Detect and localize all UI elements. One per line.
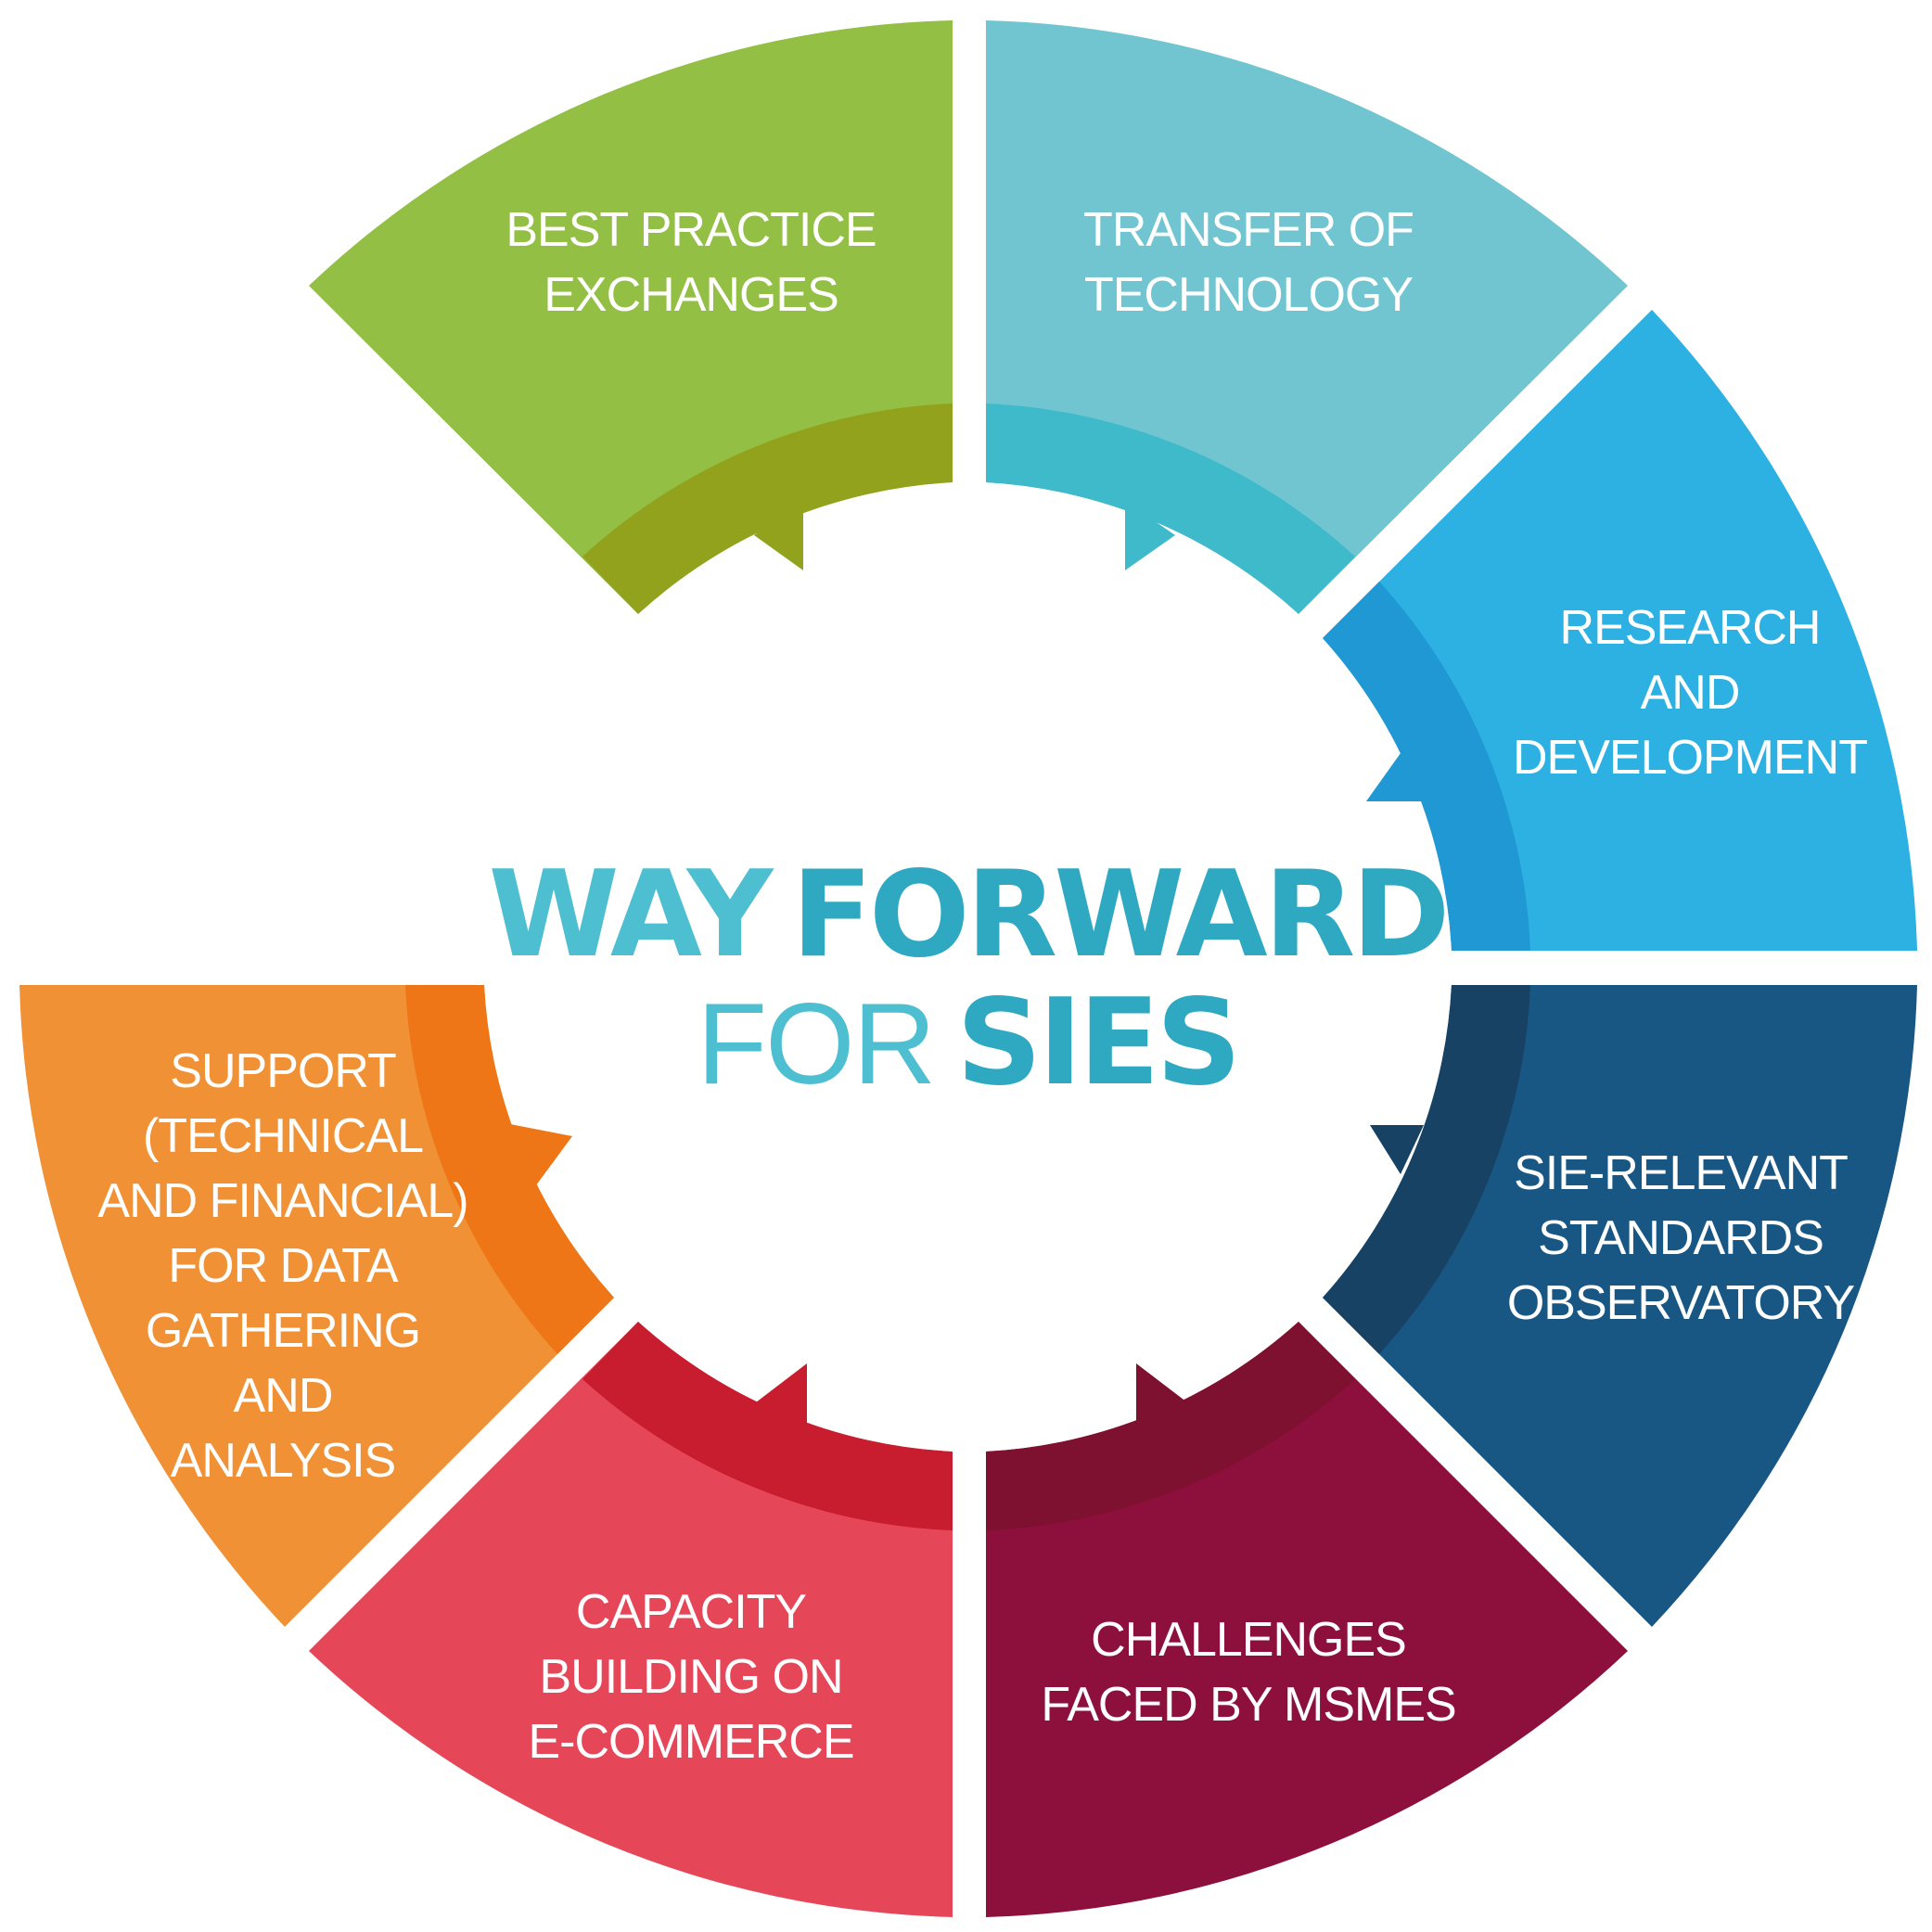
segment-support-data-label-line-5: GATHERING bbox=[146, 1304, 420, 1358]
segment-capacity-ecommerce-label-line-3: E-COMMERCE bbox=[528, 1715, 853, 1769]
segment-best-practice[interactable]: BEST PRACTICE EXCHANGES bbox=[309, 20, 953, 614]
segment-support-data-label-line-3: AND FINANCIAL) bbox=[97, 1174, 467, 1228]
gear-tooth-best-practice bbox=[754, 501, 803, 570]
segment-challenges-msmes-label-line-1: CHALLENGES bbox=[1091, 1613, 1406, 1667]
segment-standards-observatory-inner-ring bbox=[1323, 985, 1530, 1354]
title-sies: SIES bbox=[956, 974, 1237, 1112]
segment-capacity-ecommerce-inner-ring bbox=[582, 1322, 953, 1530]
title-for: FOR bbox=[697, 980, 934, 1108]
segment-standards-observatory-label-line-1: SIE-RELEVANT bbox=[1514, 1146, 1848, 1200]
segment-best-practice-label: BEST PRACTICE EXCHANGES bbox=[505, 203, 876, 322]
segment-research-development-label-line-3: DEVELOPMENT bbox=[1513, 731, 1867, 785]
center-title: WAY FORWARD FOR SIES bbox=[488, 846, 1450, 1112]
segment-transfer-technology-inner-ring bbox=[986, 403, 1355, 614]
segment-support-data-label-line-1: SUPPORT bbox=[170, 1044, 396, 1098]
gear-teeth bbox=[510, 501, 1424, 1436]
segment-best-practice-inner-ring bbox=[582, 403, 953, 614]
segment-transfer-technology-label-line-2: TECHNOLOGY bbox=[1084, 268, 1413, 322]
segment-capacity-ecommerce-label-line-1: CAPACITY bbox=[576, 1585, 807, 1639]
segment-capacity-ecommerce[interactable]: CAPACITY BUILDING ON E-COMMERCE bbox=[309, 1322, 953, 1917]
segment-best-practice-label-line-1: BEST PRACTICE bbox=[505, 203, 876, 257]
title-forward: FORWARD bbox=[791, 846, 1446, 984]
title-line-2: FOR SIES bbox=[697, 974, 1237, 1112]
segment-standards-observatory-label-line-2: STANDARDS bbox=[1538, 1211, 1823, 1265]
segment-standards-observatory-label: SIE-RELEVANT STANDARDS OBSERVATORY bbox=[1507, 1146, 1855, 1330]
segment-challenges-msmes-inner-ring bbox=[986, 1322, 1355, 1530]
segment-support-data-inner-ring bbox=[405, 985, 614, 1354]
segment-capacity-ecommerce-label: CAPACITY BUILDING ON E-COMMERCE bbox=[528, 1585, 853, 1769]
segment-research-development[interactable]: RESEARCH AND DEVELOPMENT bbox=[1323, 310, 1917, 951]
segment-support-data-label-line-2: (TECHNICAL bbox=[143, 1109, 423, 1163]
segment-best-practice-label-line-2: EXCHANGES bbox=[544, 268, 838, 322]
segment-transfer-technology-label-line-1: TRANSFER OF bbox=[1083, 203, 1414, 257]
segment-challenges-msmes-label-line-2: FACED BY MSMES bbox=[1041, 1678, 1455, 1732]
segment-challenges-msmes[interactable]: CHALLENGES FACED BY MSMES bbox=[986, 1322, 1628, 1917]
segment-capacity-ecommerce-label-line-2: BUILDING ON bbox=[539, 1650, 842, 1704]
segment-transfer-technology-label: TRANSFER OF TECHNOLOGY bbox=[1083, 203, 1414, 322]
gear-tooth-challenges-msmes bbox=[1136, 1363, 1187, 1436]
segment-challenges-msmes-label: CHALLENGES FACED BY MSMES bbox=[1041, 1613, 1455, 1732]
segment-support-data-label-line-7: ANALYSIS bbox=[171, 1434, 395, 1488]
title-way: WAY bbox=[488, 846, 774, 984]
title-line-1: WAY FORWARD bbox=[488, 846, 1446, 984]
segment-research-development-inner-ring bbox=[1323, 582, 1530, 951]
segment-standards-observatory[interactable]: SIE-RELEVANT STANDARDS OBSERVATORY bbox=[1323, 985, 1917, 1627]
segment-support-data-label-line-6: AND bbox=[234, 1369, 333, 1423]
segment-support-data-label: SUPPORT (TECHNICAL AND FINANCIAL) FOR DATA G… bbox=[97, 1044, 467, 1488]
gear-tooth-research-development bbox=[1366, 753, 1424, 801]
segment-research-development-label-line-2: AND bbox=[1641, 666, 1740, 720]
gear-tooth-transfer-technology bbox=[1125, 501, 1175, 570]
segment-research-development-label-line-1: RESEARCH bbox=[1560, 601, 1821, 655]
segment-support-data[interactable]: SUPPORT (TECHNICAL AND FINANCIAL) FOR DATA G… bbox=[19, 985, 614, 1627]
segment-standards-observatory-label-line-3: OBSERVATORY bbox=[1507, 1276, 1855, 1330]
gear-tooth-support-data bbox=[510, 1124, 572, 1189]
segment-transfer-technology[interactable]: TRANSFER OF TECHNOLOGY bbox=[986, 20, 1628, 614]
gear-tooth-standards-observatory bbox=[1370, 1125, 1424, 1174]
segment-research-development-label: RESEARCH AND DEVELOPMENT bbox=[1513, 601, 1867, 785]
segment-support-data-label-line-4: FOR DATA bbox=[168, 1239, 398, 1293]
gear-tooth-capacity-ecommerce bbox=[756, 1363, 807, 1436]
